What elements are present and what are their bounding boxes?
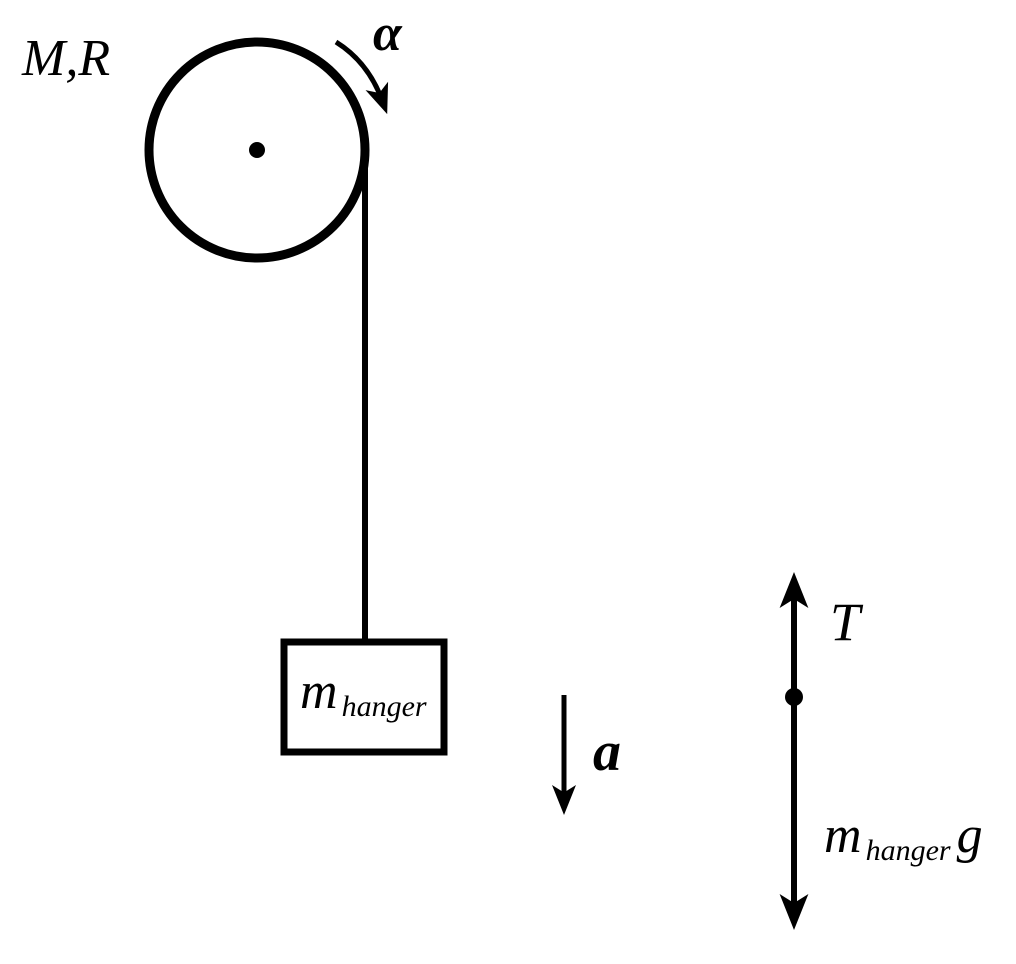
free-body-point (785, 688, 803, 706)
alpha-label: α (373, 5, 403, 62)
hanger-mass-box (280, 638, 448, 756)
weight-mass-subscript: hanger (866, 834, 951, 867)
pulley-label: M,R (21, 30, 110, 87)
pulley-disk (144, 37, 370, 263)
acceleration-label: a (593, 721, 621, 783)
hanger-mass-subscript: hanger (342, 690, 427, 723)
weight-gravity-symbol: g (957, 807, 983, 864)
pulley-axle (249, 142, 265, 158)
angular-acceleration-arrow (334, 39, 389, 115)
tension-label: T (830, 592, 864, 652)
weight-mass-symbol: m (824, 807, 862, 864)
hanger-mass-symbol: m (300, 663, 338, 720)
